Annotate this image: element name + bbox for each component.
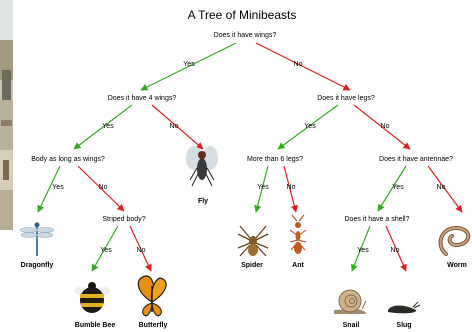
arrow-yes (277, 104, 339, 150)
animal-label-snail: Snail (343, 322, 360, 329)
animal-label-dragonfly: Dragonfly (21, 262, 54, 269)
answer-yes-label: Yes (304, 123, 316, 130)
animal-label-spider: Spider (241, 262, 263, 269)
answer-no-label: No (391, 247, 400, 254)
arrow-no (255, 42, 351, 91)
arrow-yes (37, 165, 61, 213)
fly-image (186, 146, 218, 187)
answer-no-label: No (381, 123, 390, 130)
answer-yes-label: Yes (392, 184, 404, 191)
arrow-no (77, 165, 125, 212)
question-four-wings: Does it have 4 wings? (108, 95, 177, 102)
animal-label-fly: Fly (198, 198, 208, 205)
answer-no-label: No (99, 184, 108, 191)
answer-yes-label: Yes (52, 184, 64, 191)
answer-no-label: No (437, 184, 446, 191)
no-arrows (77, 42, 463, 272)
question-striped: Striped body? (102, 216, 145, 223)
arrow-no (427, 165, 463, 213)
answer-no-label: No (287, 184, 296, 191)
arrow-yes (91, 225, 119, 272)
spider-image (237, 225, 269, 257)
answer-yes-label: Yes (357, 247, 369, 254)
animal-label-ant: Ant (292, 262, 304, 269)
answer-yes-label: Yes (100, 247, 112, 254)
arrow-yes (351, 225, 371, 272)
butterfly-image (137, 275, 167, 317)
question-antennae: Does it have antennae? (379, 156, 453, 163)
answer-no-label: No (137, 247, 146, 254)
answer-yes-label: Yes (183, 61, 195, 68)
background-photo (0, 0, 13, 230)
arrow-no (151, 104, 204, 150)
arrow-no (353, 104, 411, 150)
arrow-yes (73, 104, 133, 150)
arrow-yes (377, 165, 407, 212)
question-wings: Does it have wings? (214, 32, 277, 39)
ant-image (289, 214, 307, 254)
answer-no-label: No (294, 61, 303, 68)
animal-label-bumble-bee: Bumble Bee (75, 322, 116, 329)
animal-label-worm: Worm (447, 262, 467, 269)
answer-yes-label: Yes (257, 184, 269, 191)
diagram-title: A Tree of Minibeasts (188, 8, 297, 22)
answer-yes-label: Yes (102, 123, 114, 130)
bumble-bee-image (74, 282, 110, 313)
worm-image (438, 225, 471, 256)
arrow-no (283, 165, 298, 213)
arrow-no (385, 225, 407, 272)
animal-label-butterfly: Butterfly (139, 322, 168, 329)
snail-image (334, 289, 367, 314)
question-body-long: Body as long as wings? (31, 156, 105, 163)
animal-label-slug: Slug (396, 322, 411, 329)
arrow-yes (140, 42, 237, 91)
dragonfly-image (19, 222, 55, 256)
answer-no-label: No (170, 123, 179, 130)
question-legs: Does it have legs? (317, 95, 375, 102)
arrow-yes (254, 165, 269, 213)
arrow-no (129, 225, 152, 272)
slug-image (388, 301, 421, 314)
question-six-legs: More than 6 legs? (247, 156, 303, 163)
question-shell: Does it have a shell? (345, 216, 410, 223)
yes-arrows (37, 42, 407, 272)
